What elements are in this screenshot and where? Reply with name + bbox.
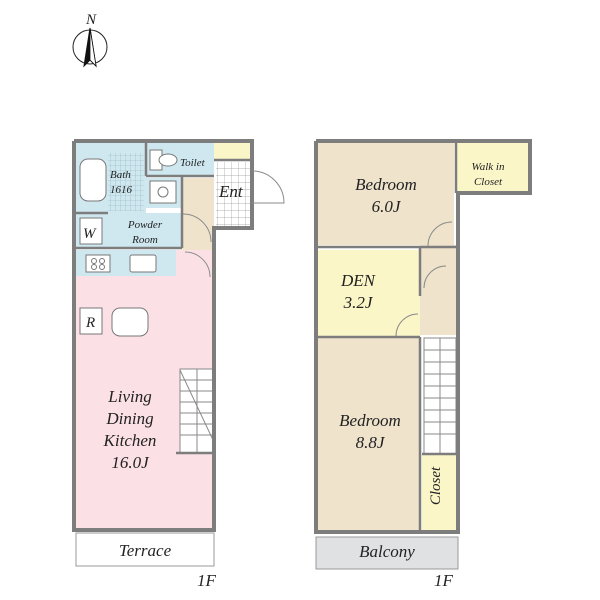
- entrance-tile: [216, 162, 250, 226]
- terrace: [75, 532, 215, 567]
- doors-2f: [395, 221, 453, 337]
- floor2-label: 1F: [434, 571, 454, 590]
- closet-label: Closet: [428, 466, 444, 505]
- walls-1f: [72, 139, 254, 532]
- stove-icon: [85, 254, 111, 273]
- bathtub-icon: [79, 158, 107, 202]
- hallway-2f: [420, 245, 456, 335]
- stair-treads-1f: [179, 369, 214, 453]
- bedroom1-label: Bedroom: [355, 175, 417, 194]
- den-room: [318, 250, 420, 336]
- walk-in-closet-label-2: Closet: [474, 176, 503, 188]
- ldk-label-1: Living: [107, 387, 151, 406]
- entrance-label: Ent: [218, 182, 244, 201]
- ldk-size-label: 16.0J: [111, 453, 150, 472]
- bedroom2-size-label: 8.8J: [356, 433, 386, 452]
- balcony-label: Balcony: [359, 542, 415, 561]
- bath-label: Bath: [110, 169, 131, 181]
- walk-in-closet-label-1: Walk in: [472, 161, 505, 173]
- interior-walls-1f: [76, 141, 250, 455]
- doors-1f: [182, 170, 285, 278]
- bath-size-label: 1616: [110, 184, 133, 196]
- toilet-label: Toilet: [180, 157, 206, 169]
- terrace-label: Terrace: [119, 541, 172, 560]
- fridge-icon: [79, 307, 103, 335]
- floor-2: Bedroom 6.0J Walk in Closet DEN 3.2J Bed…: [314, 139, 532, 590]
- powder-room-label-1: Powder: [127, 219, 163, 231]
- floor1-label: 1F: [197, 571, 217, 590]
- washer-icon: [79, 217, 103, 245]
- bedroom2-room: [318, 338, 420, 532]
- walls-2f: [314, 139, 532, 534]
- interior-walls-2f: [318, 141, 458, 532]
- powder-room-label-2: Room: [131, 234, 158, 246]
- kitchen-sink-icon: [129, 254, 157, 273]
- north-label: N: [85, 12, 97, 28]
- den-size-label: 3.2J: [343, 293, 374, 312]
- entrance-floor: [214, 143, 250, 160]
- fridge-label: R: [85, 315, 95, 331]
- bedroom2-label: Bedroom: [339, 411, 401, 430]
- compass: N: [72, 12, 108, 68]
- ldk-label-2: Dining: [105, 409, 153, 428]
- den-label: DEN: [340, 271, 377, 290]
- washer-label: W: [83, 226, 97, 242]
- bedroom1-size-label: 6.0J: [372, 197, 402, 216]
- walk-in-closet: [456, 143, 528, 191]
- closet-2f: [422, 454, 456, 530]
- stair-treads-2f: [424, 338, 456, 454]
- island-counter: [111, 307, 149, 337]
- ldk-label-3: Kitchen: [103, 431, 157, 450]
- balcony: [315, 536, 459, 570]
- floor-1: Bath 1616 Toilet Ent W Powder Room R Liv…: [72, 139, 285, 590]
- bedroom1-room: [318, 143, 454, 245]
- bath-tile-floor: [108, 153, 144, 211]
